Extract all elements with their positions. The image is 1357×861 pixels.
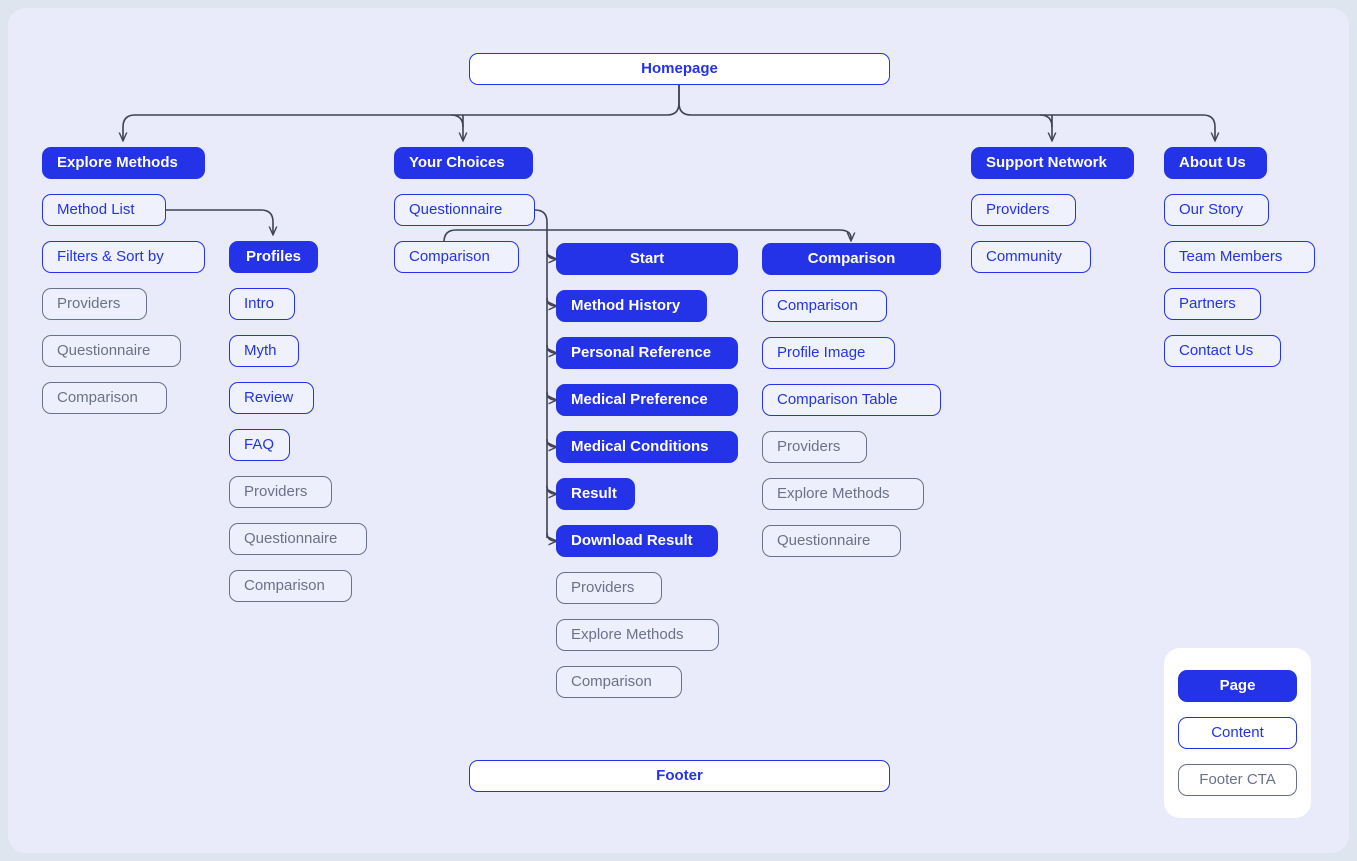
node-explore-questionnaire[interactable]: Questionnaire	[42, 335, 181, 367]
node-comparison[interactable]: Comparison	[762, 243, 941, 275]
legend-item-page: Page	[1178, 670, 1297, 702]
sitemap-canvas: Homepage Explore Methods Method List Fil…	[8, 8, 1349, 853]
node-review[interactable]: Review	[229, 382, 314, 414]
node-flow-comparison[interactable]: Comparison	[556, 666, 682, 698]
node-medical-preference[interactable]: Medical Preference	[556, 384, 738, 416]
node-cmp-explore-methods[interactable]: Explore Methods	[762, 478, 924, 510]
legend-panel: Page Content Footer CTA	[1164, 648, 1311, 818]
node-flow-explore-methods[interactable]: Explore Methods	[556, 619, 719, 651]
node-myth[interactable]: Myth	[229, 335, 299, 367]
legend-item-footer-cta: Footer CTA	[1178, 764, 1297, 796]
node-explore-providers[interactable]: Providers	[42, 288, 147, 320]
node-profile-image[interactable]: Profile Image	[762, 337, 895, 369]
node-intro[interactable]: Intro	[229, 288, 295, 320]
legend-item-content: Content	[1178, 717, 1297, 749]
node-profiles[interactable]: Profiles	[229, 241, 318, 273]
node-support-providers[interactable]: Providers	[971, 194, 1076, 226]
node-comparison-table[interactable]: Comparison Table	[762, 384, 941, 416]
node-explore-comparison[interactable]: Comparison	[42, 382, 167, 414]
node-explore-methods[interactable]: Explore Methods	[42, 147, 205, 179]
node-your-choices[interactable]: Your Choices	[394, 147, 533, 179]
node-contact-us[interactable]: Contact Us	[1164, 335, 1281, 367]
node-medical-conditions[interactable]: Medical Conditions	[556, 431, 738, 463]
node-flow-providers[interactable]: Providers	[556, 572, 662, 604]
node-choices-questionnaire[interactable]: Questionnaire	[394, 194, 535, 226]
node-community[interactable]: Community	[971, 241, 1091, 273]
node-cmp-providers[interactable]: Providers	[762, 431, 867, 463]
node-team-members[interactable]: Team Members	[1164, 241, 1315, 273]
node-method-list[interactable]: Method List	[42, 194, 166, 226]
node-profiles-questionnaire[interactable]: Questionnaire	[229, 523, 367, 555]
node-footer[interactable]: Footer	[469, 760, 890, 792]
node-partners[interactable]: Partners	[1164, 288, 1261, 320]
node-filters-sort-by[interactable]: Filters & Sort by	[42, 241, 205, 273]
node-faq[interactable]: FAQ	[229, 429, 290, 461]
node-start[interactable]: Start	[556, 243, 738, 275]
node-download-result[interactable]: Download Result	[556, 525, 718, 557]
node-choices-comparison[interactable]: Comparison	[394, 241, 519, 273]
node-support-network[interactable]: Support Network	[971, 147, 1134, 179]
node-cmp-questionnaire[interactable]: Questionnaire	[762, 525, 901, 557]
node-comparison-content[interactable]: Comparison	[762, 290, 887, 322]
node-personal-reference[interactable]: Personal Reference	[556, 337, 738, 369]
node-profiles-providers[interactable]: Providers	[229, 476, 332, 508]
node-method-history[interactable]: Method History	[556, 290, 707, 322]
node-our-story[interactable]: Our Story	[1164, 194, 1269, 226]
node-profiles-comparison[interactable]: Comparison	[229, 570, 352, 602]
node-result[interactable]: Result	[556, 478, 635, 510]
node-about-us[interactable]: About Us	[1164, 147, 1267, 179]
node-homepage[interactable]: Homepage	[469, 53, 890, 85]
